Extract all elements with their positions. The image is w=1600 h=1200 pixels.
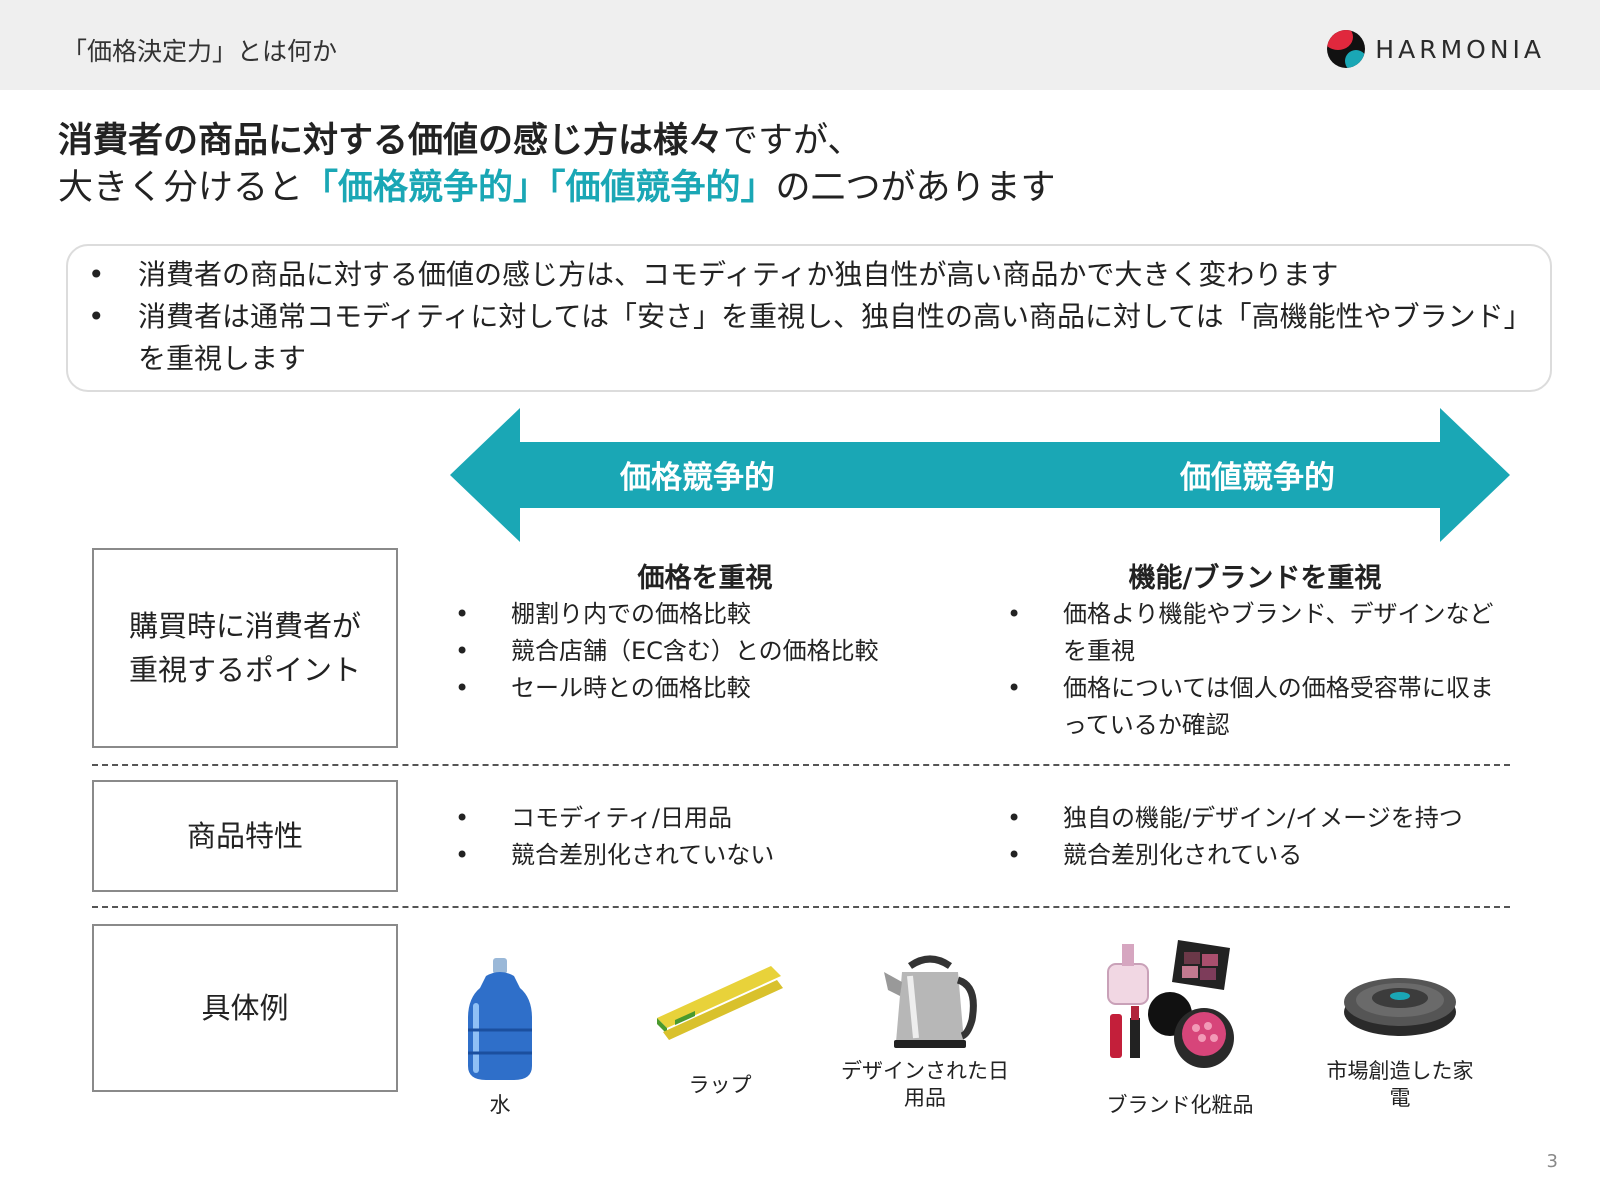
row-label-text: 具体例	[201, 991, 289, 1025]
list-item: 競合店舗（EC含む）との価格比較	[455, 633, 925, 670]
price-points-list: 棚割り内での価格比較 競合店舗（EC含む）との価格比較 セール時との価格比較	[455, 596, 925, 707]
list-item: 価格については個人の価格受容帯に収まっているか確認	[1007, 670, 1502, 744]
example-label: 水	[489, 1093, 511, 1117]
value-points-list: 価格より機能やブランド、デザインなどを重視 価格については個人の価格受容帯に収ま…	[1007, 596, 1502, 744]
row-label-purchase-point: 購買時に消費者が重視するポイント	[92, 548, 398, 748]
list-item: コモディティ/日用品	[455, 800, 925, 837]
example-label: 市場創造した家電	[1326, 1059, 1474, 1110]
headline-post-text: の二つがあります	[775, 168, 1056, 208]
section-title: 「価格決定力」とは何か	[62, 37, 338, 66]
row-divider	[92, 764, 1510, 766]
headline-bold-text: 消費者の商品に対する価値の感じ方は様々	[58, 121, 724, 161]
arrow-label-price: 価格競争的	[620, 460, 775, 496]
header-bar: 「価格決定力」とは何か HARMONIA	[0, 0, 1600, 90]
harmonia-logo: HARMONIA	[1327, 30, 1545, 68]
cosmetics-icon	[1107, 940, 1234, 1068]
row-divider	[92, 906, 1510, 908]
page-number: 3	[1546, 1151, 1558, 1172]
row-label-examples: 具体例	[92, 924, 398, 1092]
example-label: ブランド化粧品	[1106, 1093, 1254, 1117]
headline: 消費者の商品に対する価値の感じ方は様々ですが、 大きく分けると「価格競争的」「価…	[58, 118, 1056, 212]
robot-vacuum-icon	[1344, 978, 1456, 1036]
example-label: ラップ	[688, 1073, 752, 1097]
list-item: 競合差別化されている	[1007, 837, 1502, 874]
list-item: 独自の機能/デザイン/イメージを持つ	[1007, 800, 1502, 837]
headline-line-2: 大きく分けると「価格競争的」「価値競争的」の二つがあります	[58, 165, 1056, 212]
headline-rest-text: ですが、	[723, 121, 863, 161]
row-label-product-traits: 商品特性	[92, 780, 398, 892]
summary-box: 消費者の商品に対する価値の感じ方は、コモディティか独自性が高い商品かで大きく変わ…	[66, 244, 1552, 392]
headline-line-1: 消費者の商品に対する価値の感じ方は様々ですが、	[58, 118, 1056, 165]
summary-list: 消費者の商品に対する価値の感じ方は、コモディティか独自性が高い商品かで大きく変わ…	[88, 254, 1526, 380]
row-label-text: 購買時に消費者が重視するポイント	[128, 609, 361, 687]
plastic-wrap-icon	[657, 966, 783, 1040]
row-label-text: 商品特性	[186, 819, 303, 853]
headline-pre-text: 大きく分けると	[58, 168, 304, 208]
col-title-value: 機能/ブランドを重視	[1128, 563, 1382, 594]
list-item: セール時との価格比較	[455, 670, 925, 707]
logo-mark-icon	[1327, 30, 1366, 68]
list-item: 棚割り内での価格比較	[455, 596, 925, 633]
kettle-icon	[884, 955, 977, 1048]
commodity-traits-list: コモディティ/日用品 競合差別化されていない	[455, 800, 925, 874]
col-title-price: 価格を重視	[637, 563, 773, 594]
unique-traits-list: 独自の機能/デザイン/イメージを持つ 競合差別化されている	[1007, 800, 1502, 874]
double-arrow-icon	[450, 408, 1510, 542]
summary-bullet: 消費者の商品に対する価値の感じ方は、コモディティか独自性が高い商品かで大きく変わ…	[88, 254, 1526, 296]
list-item: 価格より機能やブランド、デザインなどを重視	[1007, 596, 1502, 670]
logo-text: HARMONIA	[1375, 34, 1545, 64]
example-label: デザインされた日用品	[841, 1059, 1009, 1110]
headline-accent-text: 「価格競争的」「価値競争的」	[303, 168, 776, 208]
water-jug-icon	[468, 958, 532, 1080]
summary-bullet: 消費者は通常コモディティに対しては「安さ」を重視し、独自性の高い商品に対しては「…	[88, 296, 1526, 380]
arrow-label-value: 価値競争的	[1180, 460, 1335, 496]
list-item: 競合差別化されていない	[455, 837, 925, 874]
